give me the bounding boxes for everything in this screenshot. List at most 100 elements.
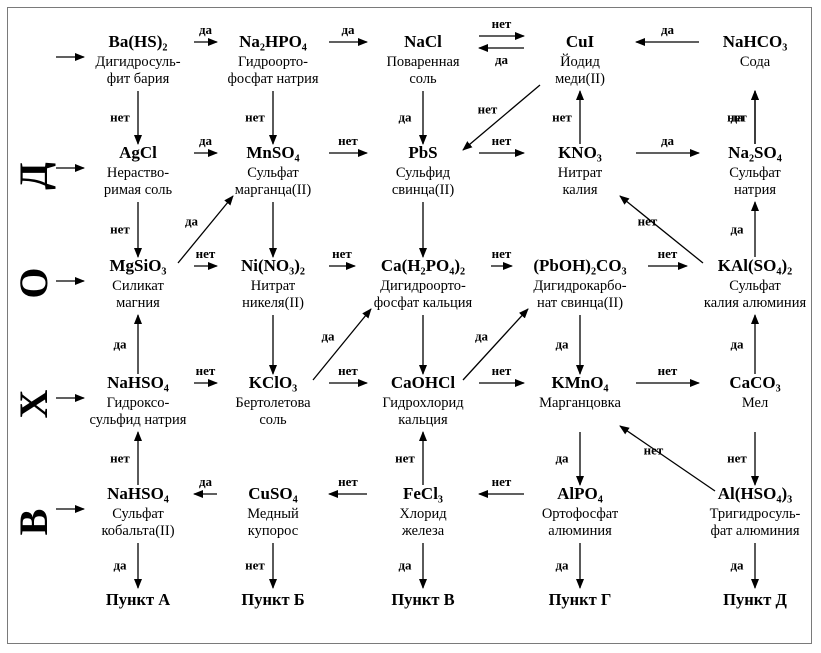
edge-label: да	[555, 337, 569, 352]
edge-arrow	[619, 195, 704, 264]
node-formula: MnSO₄	[246, 143, 299, 162]
edge-label: нет	[658, 363, 678, 378]
edge-mgsio3-mnso4: да	[177, 195, 234, 264]
edge-kclo3-cah2po4: да	[312, 308, 372, 381]
node-name: Нитрат	[251, 278, 296, 294]
edge-label: да	[398, 110, 412, 125]
endpoint-pa: Пункт А	[106, 590, 170, 609]
node-name: Сульфид	[396, 165, 451, 181]
edge-label: да	[321, 329, 335, 344]
edge-label: нет	[492, 474, 512, 489]
node-formula: KClO₃	[249, 373, 298, 392]
node-name: Тригидросуль-	[710, 506, 801, 522]
node-nahco3: NaHCO₃ Сода	[723, 32, 788, 70]
node-name: марганца(II)	[235, 182, 312, 198]
edge-nahso4a-kclo3: нет	[194, 363, 218, 387]
node-name: калия алюминия	[704, 295, 807, 311]
node-name: фат алюминия	[711, 523, 800, 539]
node-name: соль	[259, 412, 287, 428]
node-name: Нитрат	[558, 165, 603, 181]
edge-kno3-cui: нет	[552, 90, 584, 144]
edge-label: да	[730, 222, 744, 237]
edge-label: нет	[332, 246, 352, 261]
edge-label: нет	[478, 102, 498, 117]
edge-label: нет	[338, 474, 358, 489]
edge-kmno4-alpo4: да	[555, 432, 584, 486]
edge-caco3-kalso4: да	[730, 314, 759, 374]
edge-label: да	[113, 337, 127, 352]
node-formula: FeCl₃	[403, 484, 443, 503]
endpoint-pg: Пункт Г	[549, 590, 612, 609]
edge-label: нет	[552, 110, 572, 125]
node-name: Йодид	[560, 53, 600, 70]
edge-alpo4-fecl3: нет	[478, 474, 524, 498]
node-formula: Na₂HPO₄	[239, 32, 307, 51]
node-name: Мел	[742, 395, 768, 411]
edge-label: да	[730, 558, 744, 573]
edge-alhso4-pd: да	[730, 543, 759, 589]
endpoint-pb: Пункт Б	[241, 590, 304, 609]
node-formula: Ba(HS)₂	[109, 32, 168, 51]
node-name: купорос	[248, 523, 298, 539]
node-name: магния	[116, 295, 160, 311]
side-letter: Д	[11, 162, 56, 190]
edge-alpo4-pg: да	[555, 543, 584, 589]
edge-label: нет	[727, 451, 747, 466]
edge-label: да	[341, 22, 355, 37]
node-formula: CuI	[566, 32, 595, 51]
node-name: калия	[562, 182, 597, 198]
edge-nahso4b-nahso4a: нет	[110, 431, 142, 485]
edge-nacl-pbs: да	[398, 91, 427, 145]
edge-label: нет	[110, 451, 130, 466]
node-formula: KMnO₄	[551, 373, 608, 392]
edge-label: да	[555, 451, 569, 466]
edge-pbs-kno3: нет	[479, 133, 525, 157]
node-formula: MgSiO₃	[109, 256, 166, 275]
node-name: Силикат	[112, 278, 164, 294]
node-name: Гидроорто-	[238, 54, 308, 70]
node-formula: Ni(NO₃)₂	[241, 256, 305, 275]
edge-label: нет	[727, 110, 747, 125]
edge-agcl-mnso4: да	[194, 133, 218, 157]
node-name: Медный	[247, 506, 299, 522]
node-formula: AgCl	[119, 143, 157, 162]
edge-fecl3-pv: да	[398, 543, 427, 589]
edge-label: нет	[492, 133, 512, 148]
node-formula: NaHCO₃	[723, 32, 788, 51]
node-name: Ортофосфат	[542, 506, 619, 522]
edge-label: да	[199, 474, 213, 489]
edge-kalso4-kno3: нет	[619, 195, 704, 264]
node-name: Дигидрокарбо-	[533, 278, 626, 294]
node-formula: Na₂SO₄	[728, 143, 782, 162]
edge-label: нет	[196, 363, 216, 378]
node-name: Сода	[740, 54, 771, 70]
edge-label: да	[661, 133, 675, 148]
node-formula: CuSO₄	[248, 484, 298, 503]
edge-caohcl-kmno4: нет	[479, 363, 525, 387]
node-name: фосфат кальция	[374, 295, 473, 311]
edge-label: да	[555, 558, 569, 573]
node-name: меди(II)	[555, 71, 605, 87]
edge-cui-pbs: нет	[462, 84, 541, 151]
edge-na2hpo4-nacl: да	[329, 22, 368, 46]
node-name: Нераство-	[107, 165, 169, 181]
edge-label: да	[475, 329, 489, 344]
node-name: Гидроксо-	[107, 395, 170, 411]
edge-agcl-mgsio3: нет	[110, 202, 142, 258]
side-letter: О	[11, 267, 56, 298]
node-name: фит бария	[107, 71, 170, 87]
edge-label: да	[661, 22, 675, 37]
edge-arrow	[462, 84, 541, 151]
node-name: Сульфат	[729, 278, 781, 294]
edge-label: нет	[492, 363, 512, 378]
side-letter: Х	[11, 389, 56, 418]
